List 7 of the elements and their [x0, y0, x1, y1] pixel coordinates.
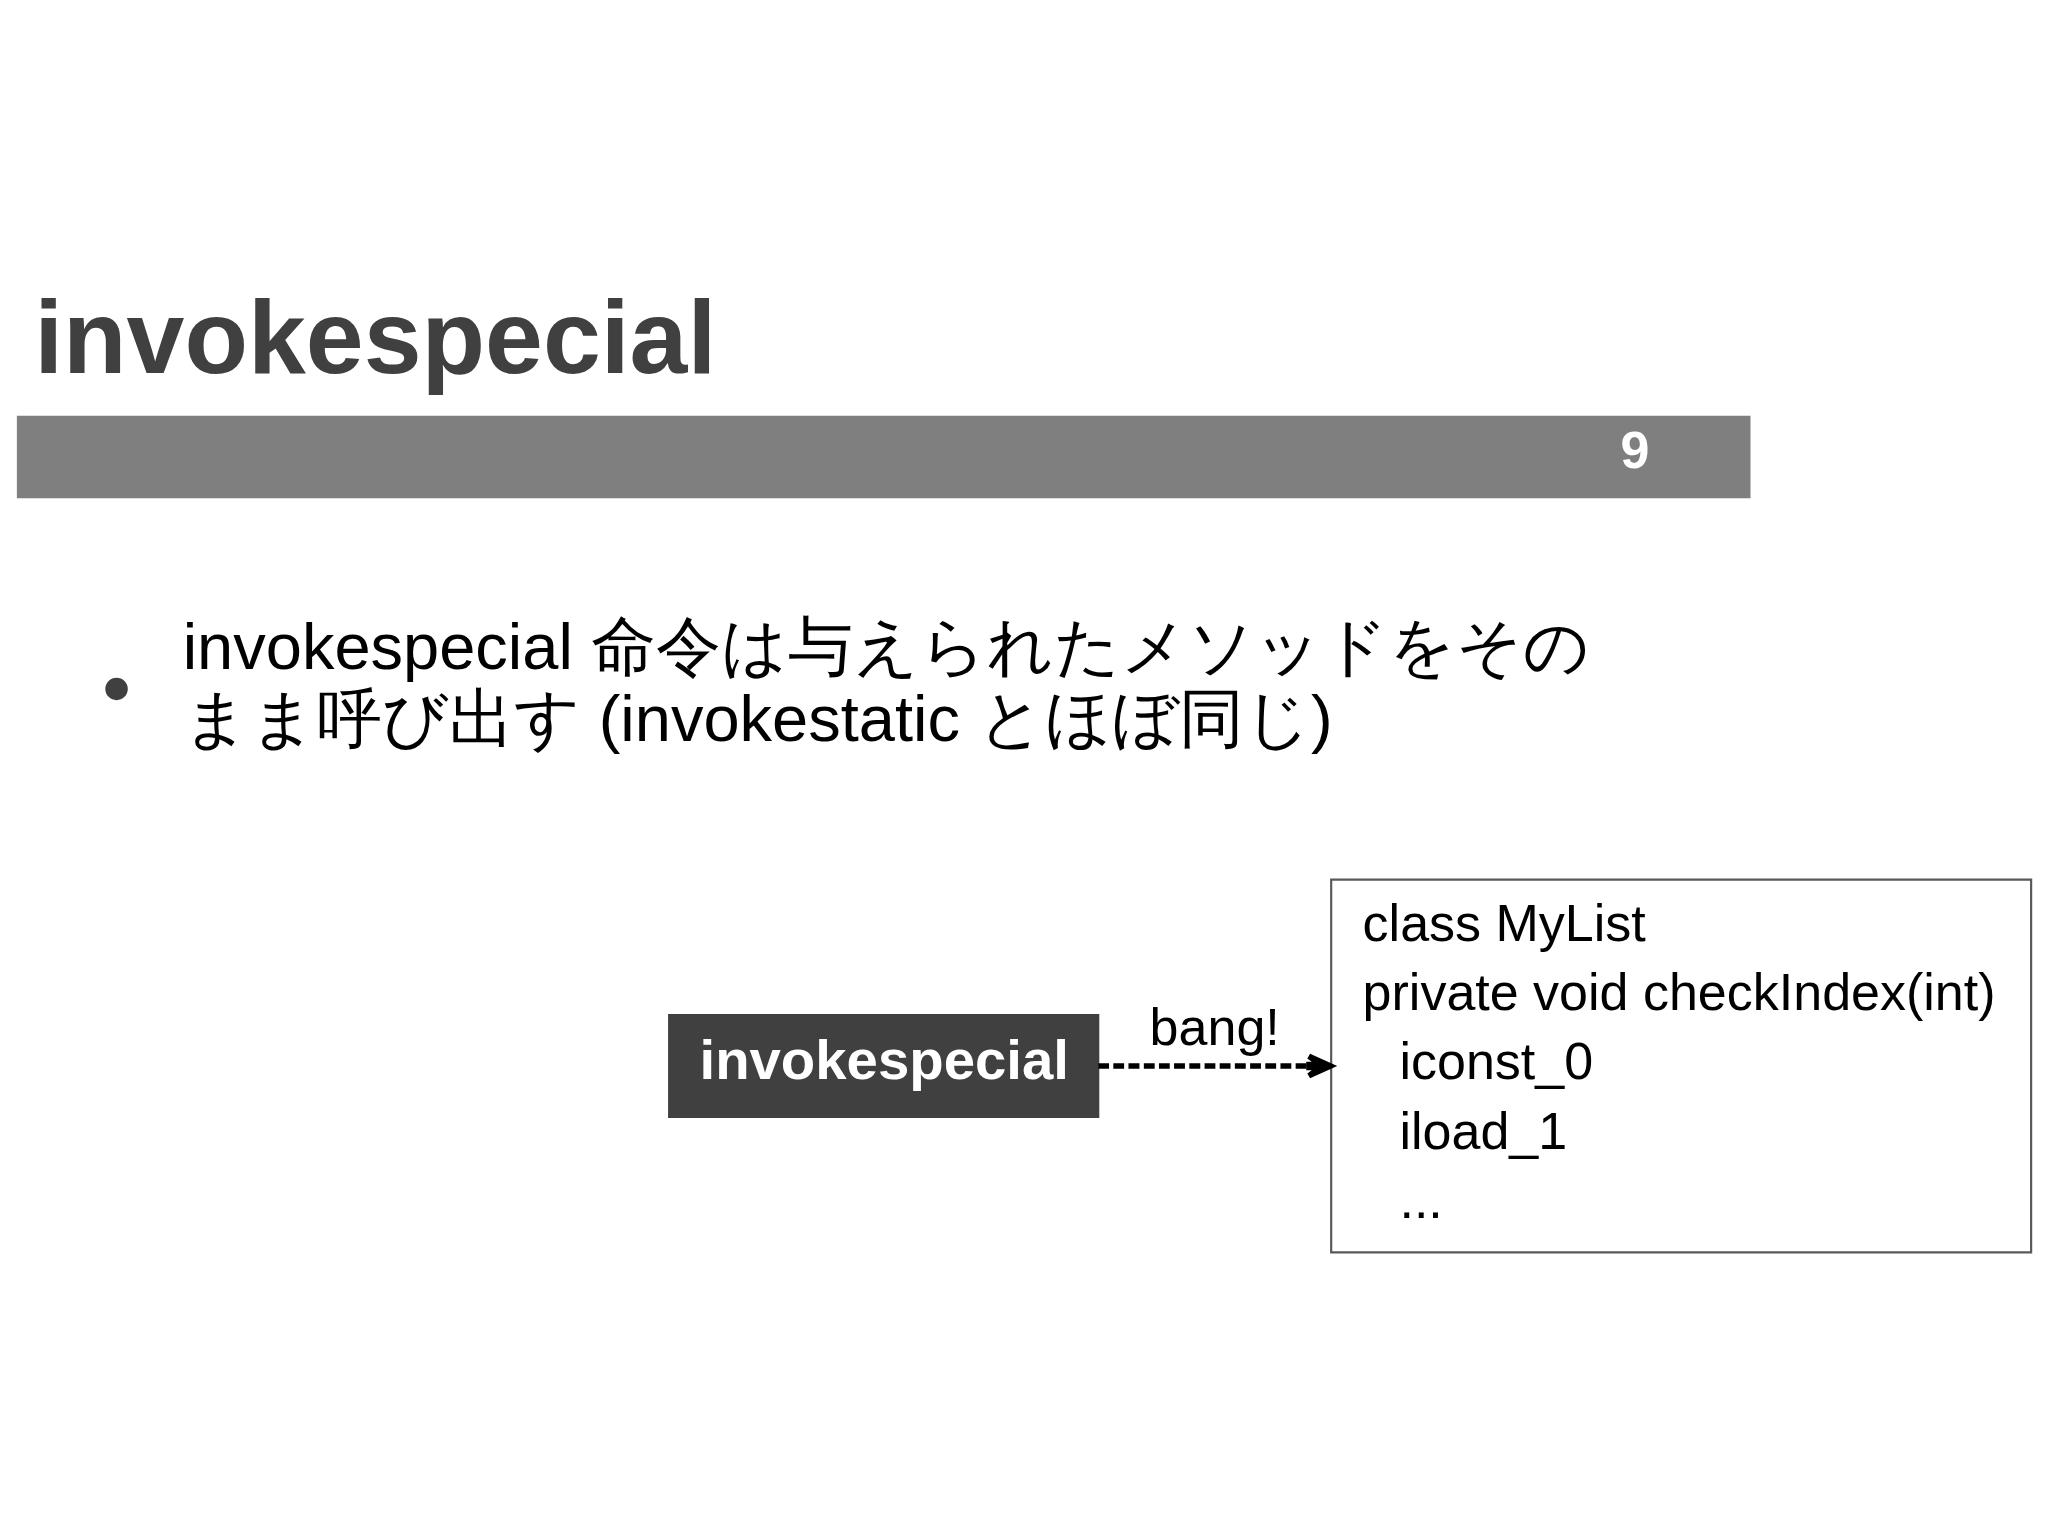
edge-label: bang!: [1149, 997, 1280, 1056]
node-box: invokespecial: [668, 1013, 1100, 1118]
diagram-title: invokespecial: [34, 279, 717, 396]
node-box: class MyList private void checkIndex(int) iconst_0 iload_1 ...: [1330, 878, 2033, 1254]
label: 9: [1620, 421, 1650, 480]
arrow: [1098, 1053, 1334, 1079]
label: invokespecial 命令は与えられたメソッドをそのまま呼び出す (invokestatic とほぼ同じ): [182, 610, 1590, 755]
